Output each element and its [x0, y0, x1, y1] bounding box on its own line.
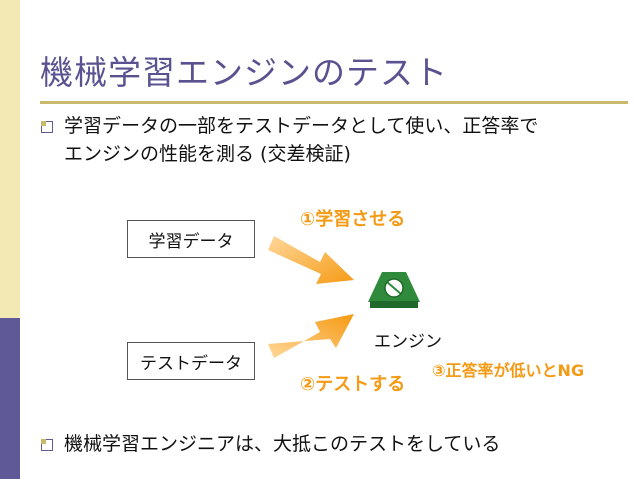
step-3-label: ③正答率が低いとNG: [432, 361, 585, 380]
slide-title: 機械学習エンジンのテスト: [40, 53, 448, 92]
engine-label: エンジン: [374, 332, 442, 352]
bullet-icon: [41, 121, 53, 133]
test-data-box: テストデータ: [127, 342, 255, 380]
bullet-text-1-line-1: 学習データの一部をテストデータとして使い、正答率で: [64, 115, 539, 137]
step-1-label: ①学習させる: [300, 209, 406, 230]
arrow-icon: [268, 314, 354, 358]
arrow-icon: [268, 236, 354, 284]
training-data-box: 学習データ: [127, 220, 255, 258]
sidebar-accent-bottom: [0, 318, 20, 479]
engine-icon: [368, 272, 420, 308]
bullet-icon: [41, 439, 53, 451]
step-2-label: ②テストする: [300, 374, 406, 395]
bullet-text-2: 機械学習エンジニアは、大抵このテストをしている: [64, 433, 501, 455]
sidebar-accent-top: [0, 0, 20, 318]
bullet-text-1-line-2: エンジンの性能を測る (交差検証): [64, 143, 351, 165]
title-divider: [40, 101, 628, 104]
